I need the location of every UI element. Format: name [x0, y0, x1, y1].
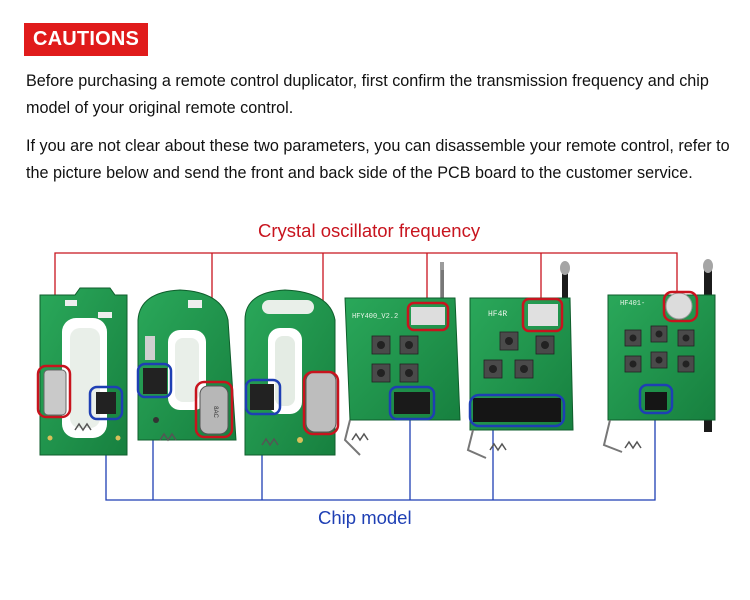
instruction-paragraph-2: If you are not clear about these two par… — [26, 137, 730, 182]
pcb-board-5: HF4R — [466, 261, 574, 459]
instruction-paragraph-1: Before purchasing a remote control dupli… — [26, 72, 709, 117]
crystal-highlight-boxes — [36, 290, 699, 439]
board-6-silkscreen: HF401- — [620, 300, 645, 308]
chip-highlight-boxes — [88, 362, 674, 428]
cautions-badge: CAUTIONS — [24, 23, 148, 56]
pcb-board-1 — [39, 287, 128, 456]
pcb-board-4: HFY400_V2.2 — [343, 262, 461, 456]
board-4-silkscreen: HFY400_V2.2 — [352, 313, 398, 321]
chip-model-label: Chip model — [318, 507, 412, 528]
svg-text:8AC: 8AC — [212, 406, 218, 418]
pcb-board-6: HF401- — [602, 259, 716, 453]
board-5-silkscreen: HF4R — [488, 310, 507, 319]
crystal-frequency-label: Crystal oscillator frequency — [258, 220, 481, 241]
